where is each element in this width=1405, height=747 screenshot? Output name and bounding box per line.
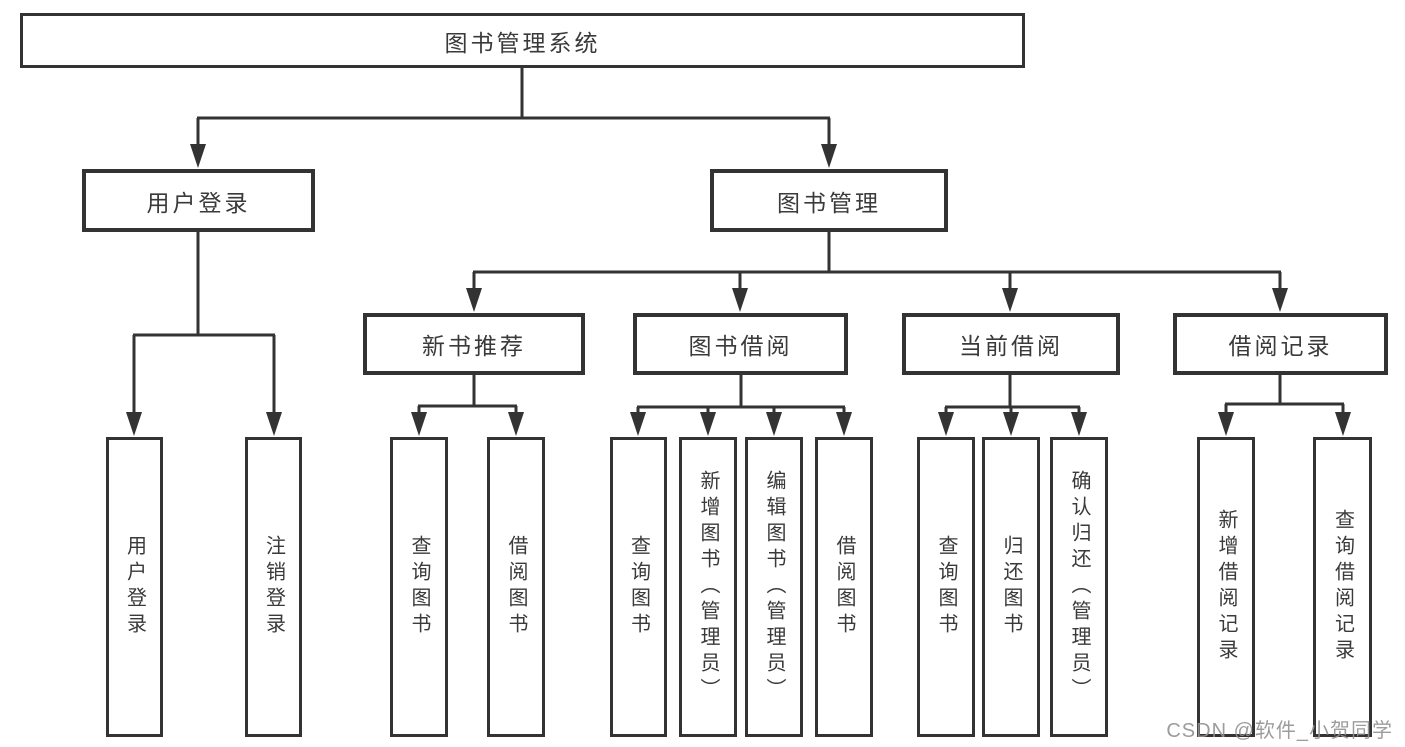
node-current-borrow: 当前借阅 bbox=[902, 313, 1120, 375]
leaf-confirm-return-admin: 确认归还（管理员） bbox=[1050, 437, 1108, 737]
leaf-borrow-books-recommend: 借阅图书 bbox=[487, 437, 545, 737]
leaf-add-book-admin: 新增图书（管理员） bbox=[679, 437, 737, 737]
node-borrow-records: 借阅记录 bbox=[1173, 313, 1388, 375]
leaf-query-borrow-record: 查询借阅记录 bbox=[1313, 437, 1372, 737]
leaf-return-book: 归还图书 bbox=[982, 437, 1040, 737]
leaf-edit-book-admin: 编辑图书（管理员） bbox=[745, 437, 803, 737]
leaf-add-borrow-record: 新增借阅记录 bbox=[1197, 437, 1255, 737]
leaf-query-books-recommend: 查询图书 bbox=[390, 437, 448, 737]
leaf-query-books-current: 查询图书 bbox=[917, 437, 975, 737]
leaf-query-books-borrow: 查询图书 bbox=[610, 437, 667, 737]
leaf-borrow-books: 借阅图书 bbox=[815, 437, 873, 737]
node-book-borrow: 图书借阅 bbox=[633, 313, 848, 375]
node-new-book-recommend: 新书推荐 bbox=[363, 313, 585, 375]
node-user-login: 用户登录 bbox=[82, 169, 315, 232]
node-root-system: 图书管理系统 bbox=[20, 13, 1025, 68]
arrowheads bbox=[126, 144, 1351, 436]
leaf-user-login: 用户登录 bbox=[106, 437, 163, 737]
csdn-watermark: CSDN @软件_小贺同学 bbox=[1166, 720, 1393, 742]
leaf-logout: 注销登录 bbox=[245, 437, 302, 737]
node-book-management: 图书管理 bbox=[710, 169, 948, 232]
